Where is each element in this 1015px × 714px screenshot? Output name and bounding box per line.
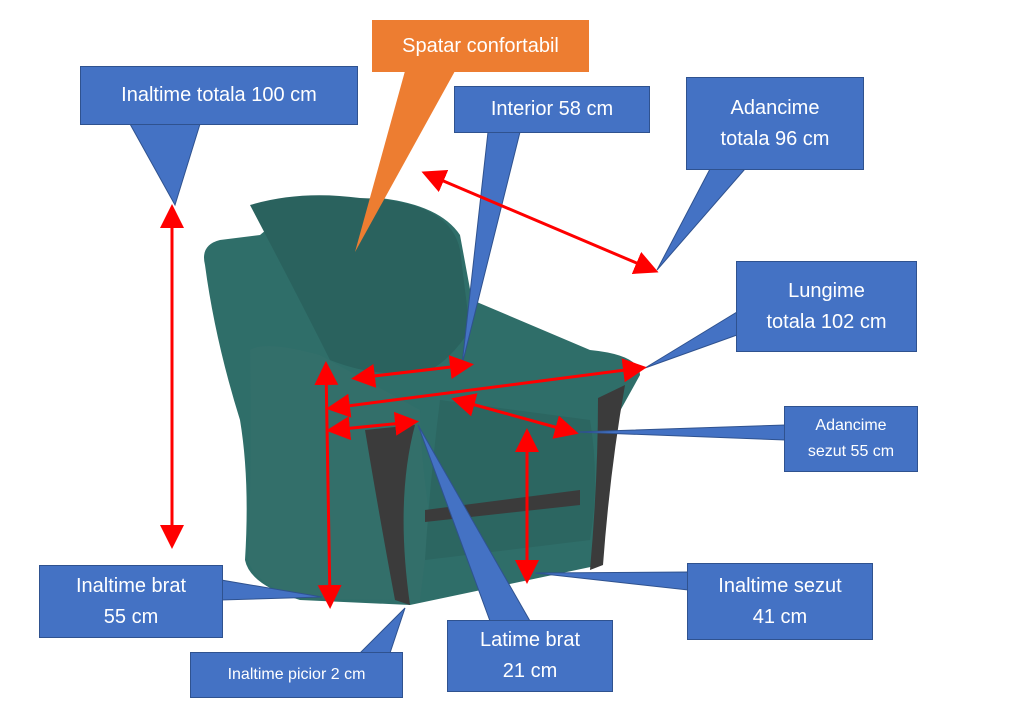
callout-interior: Interior 58 cm (454, 86, 650, 133)
total-length-arrow (326, 358, 647, 418)
callout-total-length: Lungime totala 102 cm (736, 261, 917, 352)
callout-arm-width: Latime brat 21 cm (447, 620, 613, 692)
callout-total-depth: Adancime totala 96 cm (686, 77, 864, 170)
callout-leg-height: Inaltime picior 2 cm (190, 652, 403, 698)
total-depth-arrow (421, 169, 659, 275)
callout-total-height: Inaltime totala 100 cm (80, 66, 358, 125)
arm-width-arrow (326, 411, 419, 441)
seat-depth-arrow (451, 393, 579, 439)
callout-seat-depth: Adancime sezut 55 cm (784, 406, 918, 472)
callout-seat-height: Inaltime sezut 41 cm (687, 563, 873, 640)
callout-comfortable-back: Spatar confortabil (372, 20, 589, 72)
armchair-image (204, 195, 640, 605)
callout-arm-height: Inaltime brat 55 cm (39, 565, 223, 638)
